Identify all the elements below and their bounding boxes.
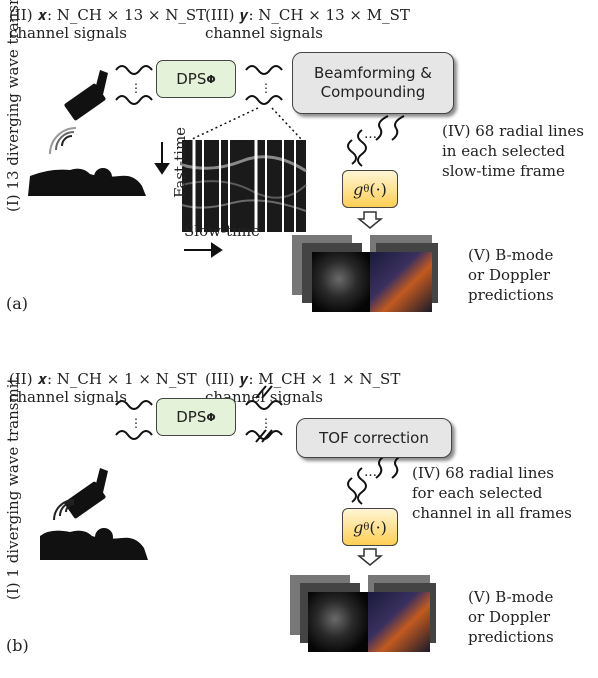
g-label-b: g <box>353 517 364 537</box>
tof-block: TOF correction <box>296 418 452 458</box>
transducer-icon-a <box>64 70 108 121</box>
stage-II-label-b: (II) 𝒙: N_CH × 1 × N_ST <box>9 370 197 388</box>
down-arrow-b <box>356 548 384 566</box>
wave-arcs-icon-a <box>49 127 77 155</box>
svg-text:…: … <box>364 127 377 142</box>
stage-V-line1-a: (V) B-mode <box>468 246 554 264</box>
channel-waves-y-a <box>245 65 283 105</box>
stage-II-sub-a: channel signals <box>9 24 127 42</box>
dps-sub-a: Φ <box>206 72 216 86</box>
stage-V-line3-b: predictions <box>468 628 554 646</box>
slow-time-arrow <box>184 242 223 258</box>
stage-I-label-b: (I) 1 diverging wave transmit <box>4 377 22 600</box>
patient-silhouette-b <box>40 528 148 560</box>
svg-text:⋮: ⋮ <box>130 81 142 95</box>
channel-waves-x-a <box>115 65 153 105</box>
svg-text:⋮: ⋮ <box>260 416 272 430</box>
wave-arcs-icon-b <box>53 499 75 521</box>
bmode-stack-a <box>292 235 372 312</box>
doppler-stack-b <box>368 575 436 652</box>
dps-label-b: DPS <box>176 408 207 426</box>
panel-tag-b: (b) <box>6 636 29 655</box>
bmode-stack-b <box>290 575 368 652</box>
g-arg-a: (·) <box>369 179 387 199</box>
stage-III-label-a: (III) 𝒚: N_CH × 13 × M_ST <box>205 6 410 24</box>
g-sub-b: θ <box>363 521 370 533</box>
channel-waves-x-b <box>115 400 153 440</box>
stage-III-sub-a: channel signals <box>205 24 323 42</box>
stage-IV-line2-b: for each selected <box>412 484 543 502</box>
stage-IV-line1-b: (IV) 68 radial lines <box>412 464 554 482</box>
stage-IV-line1-a: (IV) 68 radial lines <box>442 122 584 140</box>
svg-text:⋮: ⋮ <box>260 81 272 95</box>
beamforming-block: Beamforming & Compounding <box>292 52 454 114</box>
g-arg-b: (·) <box>369 517 387 537</box>
stage-IV-line3-a: slow-time frame <box>442 162 565 180</box>
tof-label: TOF correction <box>319 428 429 447</box>
svg-text:…: … <box>364 465 377 480</box>
stage-IV-line3-b: channel in all frames <box>412 504 572 522</box>
beamforming-label: Beamforming & Compounding <box>314 64 432 101</box>
stage-V-line2-a: or Doppler <box>468 266 551 284</box>
channel-waves-y-b <box>245 385 283 443</box>
stage-V-line1-b: (V) B-mode <box>468 588 554 606</box>
dps-sub-b: Φ <box>206 410 216 424</box>
zoom-line-left <box>189 107 259 141</box>
svg-text:⋮: ⋮ <box>130 416 142 430</box>
fast-time-label: Fast-time <box>171 126 189 198</box>
g-sub-a: θ <box>363 183 370 195</box>
stage-III-label-b: (III) 𝒚: M_CH × 1 × N_ST <box>205 370 401 388</box>
down-arrow-a <box>356 211 384 229</box>
stage-V-line2-b: or Doppler <box>468 608 551 626</box>
stage-V-line3-a: predictions <box>468 286 554 304</box>
zoom-line-right <box>271 107 303 141</box>
dps-label-a: DPS <box>176 70 207 88</box>
stage-II-sub-b: channel signals <box>9 388 127 406</box>
doppler-stack-a <box>370 235 438 312</box>
stage-II-label-a: (II) 𝒙: N_CH × 13 × N_ST <box>9 6 207 24</box>
panel-tag-a: (a) <box>6 294 29 313</box>
stage-IV-line2-a: in each selected <box>442 142 566 160</box>
transducer-icon-b <box>64 468 108 519</box>
slow-time-label: Slow-time <box>184 222 260 240</box>
slow-time-image <box>181 140 307 232</box>
fast-time-arrow <box>154 142 170 175</box>
patient-silhouette-a <box>28 168 146 196</box>
g-label-a: g <box>353 179 364 199</box>
radial-lines-waves-a <box>347 115 405 167</box>
